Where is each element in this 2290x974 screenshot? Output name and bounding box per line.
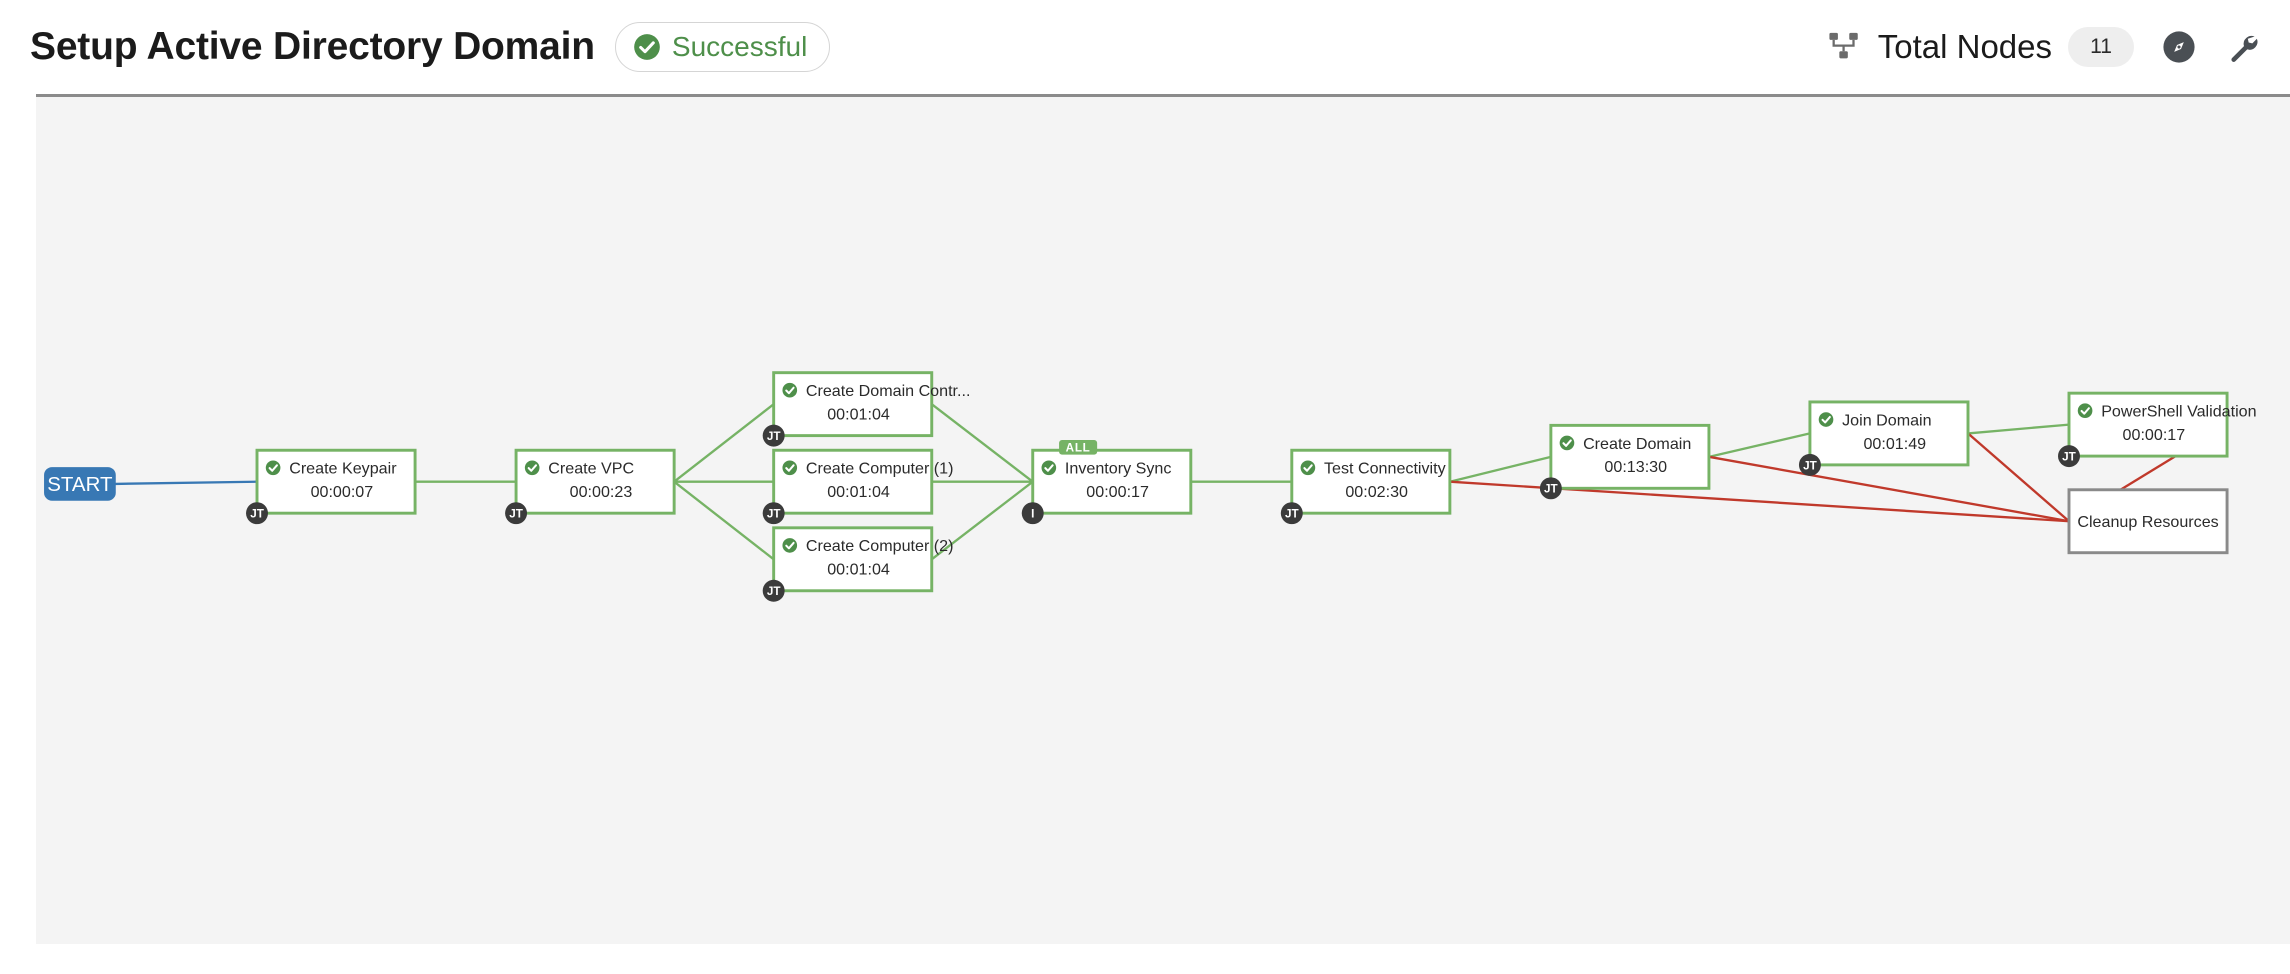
node-duration: 00:02:30	[1345, 483, 1408, 501]
workflow-edge	[673, 480, 775, 561]
svg-text:JT: JT	[767, 430, 782, 443]
node-owner-badge: JT	[505, 502, 528, 525]
node-title: Join Domain	[1842, 411, 1931, 429]
wrench-icon[interactable]	[2224, 28, 2262, 66]
node-title: Inventory Sync	[1065, 460, 1171, 478]
node-owner-badge: I	[1021, 502, 1044, 525]
check-circle-icon	[782, 460, 798, 476]
check-circle-icon	[265, 460, 281, 476]
node-owner-badge: JT	[246, 502, 268, 525]
node-owner-badge: JT	[1539, 477, 1562, 500]
workflow-nodes-icon	[1828, 30, 1862, 64]
svg-text:JT: JT	[767, 585, 782, 598]
start-node-label: START	[47, 473, 113, 496]
compass-icon[interactable]	[2160, 28, 2198, 66]
workflow-edge	[931, 480, 1034, 561]
workflow-edge	[115, 480, 258, 486]
workflow-edge	[1708, 432, 1811, 458]
check-circle-icon	[1559, 435, 1575, 451]
node-duration: 00:01:49	[1863, 435, 1926, 453]
status-badge-label: Successful	[671, 31, 808, 62]
check-circle-icon	[782, 382, 798, 398]
node-title: Test Connectivity	[1324, 460, 1447, 478]
node-owner-badge: JT	[762, 579, 785, 602]
node-owner-badge: JT	[1280, 502, 1303, 525]
check-circle-icon	[1041, 460, 1057, 476]
page-title: Setup Active Directory Domain	[30, 25, 595, 68]
svg-text:JT: JT	[509, 508, 524, 521]
status-badge: Successful	[614, 22, 831, 72]
node-duration: 00:01:04	[827, 406, 890, 424]
svg-text:JT: JT	[1803, 459, 1818, 472]
node-duration: 00:00:17	[1086, 483, 1149, 501]
workflow-edge	[931, 403, 1034, 483]
workflow-edge	[1967, 423, 2070, 435]
start-node[interactable]: START	[44, 467, 116, 501]
svg-text:JT: JT	[1285, 508, 1300, 521]
node-duration: 00:00:07	[311, 483, 374, 501]
node-duration: 00:13:30	[1604, 458, 1667, 476]
node-duration: 00:00:17	[2123, 426, 2186, 444]
svg-text:JT: JT	[767, 508, 782, 521]
node-title: Create Domain Contr...	[806, 382, 971, 400]
check-circle-icon	[782, 538, 798, 553]
node-owner-badge: JT	[762, 502, 785, 525]
check-circle-icon	[633, 33, 661, 61]
node-duration: 00:01:04	[827, 483, 890, 501]
workflow-edge	[1708, 455, 2070, 523]
node-owner-badge: JT	[2058, 445, 2080, 468]
node-title: Create Keypair	[289, 460, 397, 478]
svg-text:I: I	[1031, 508, 1034, 521]
node-title: Cleanup Resources	[2077, 513, 2218, 531]
svg-text:JT: JT	[1544, 483, 1559, 496]
page-header: Setup Active Directory Domain Successful	[0, 0, 2290, 94]
workflow-edge	[1967, 432, 2070, 523]
node-owner-badge: JT	[762, 424, 785, 447]
node-duration: 00:00:23	[570, 483, 633, 501]
check-circle-icon	[524, 460, 540, 476]
header-left-group: Setup Active Directory Domain Successful	[0, 22, 831, 72]
workflow-node[interactable]: Cleanup Resources	[2067, 488, 2229, 555]
header-right-group: Total Nodes 11	[1828, 0, 2262, 94]
workflow-edge	[673, 403, 775, 483]
node-title: Create VPC	[548, 460, 634, 478]
node-title: Create Computer (2)	[806, 537, 954, 555]
node-tag: ALL	[1059, 440, 1098, 455]
node-title: PowerShell Validation	[2101, 403, 2256, 421]
total-nodes-count: 11	[2068, 27, 2134, 67]
total-nodes-label: Total Nodes	[1877, 28, 2052, 65]
svg-text:ALL: ALL	[1066, 441, 1091, 454]
node-owner-badge: JT	[1798, 453, 1821, 476]
node-duration: 00:01:04	[827, 561, 890, 579]
check-circle-icon	[2077, 403, 2093, 419]
workflow-edge	[1449, 455, 1552, 483]
svg-text:JT: JT	[2062, 450, 2077, 463]
node-title: Create Domain	[1583, 435, 1691, 453]
workflow-node[interactable]: Inventory Sync 00:00:17I ALL	[1021, 440, 1193, 525]
node-title: Create Computer (1)	[806, 460, 954, 478]
svg-text:JT: JT	[250, 508, 265, 521]
check-circle-icon	[1300, 460, 1316, 476]
check-circle-icon	[1818, 412, 1834, 427]
